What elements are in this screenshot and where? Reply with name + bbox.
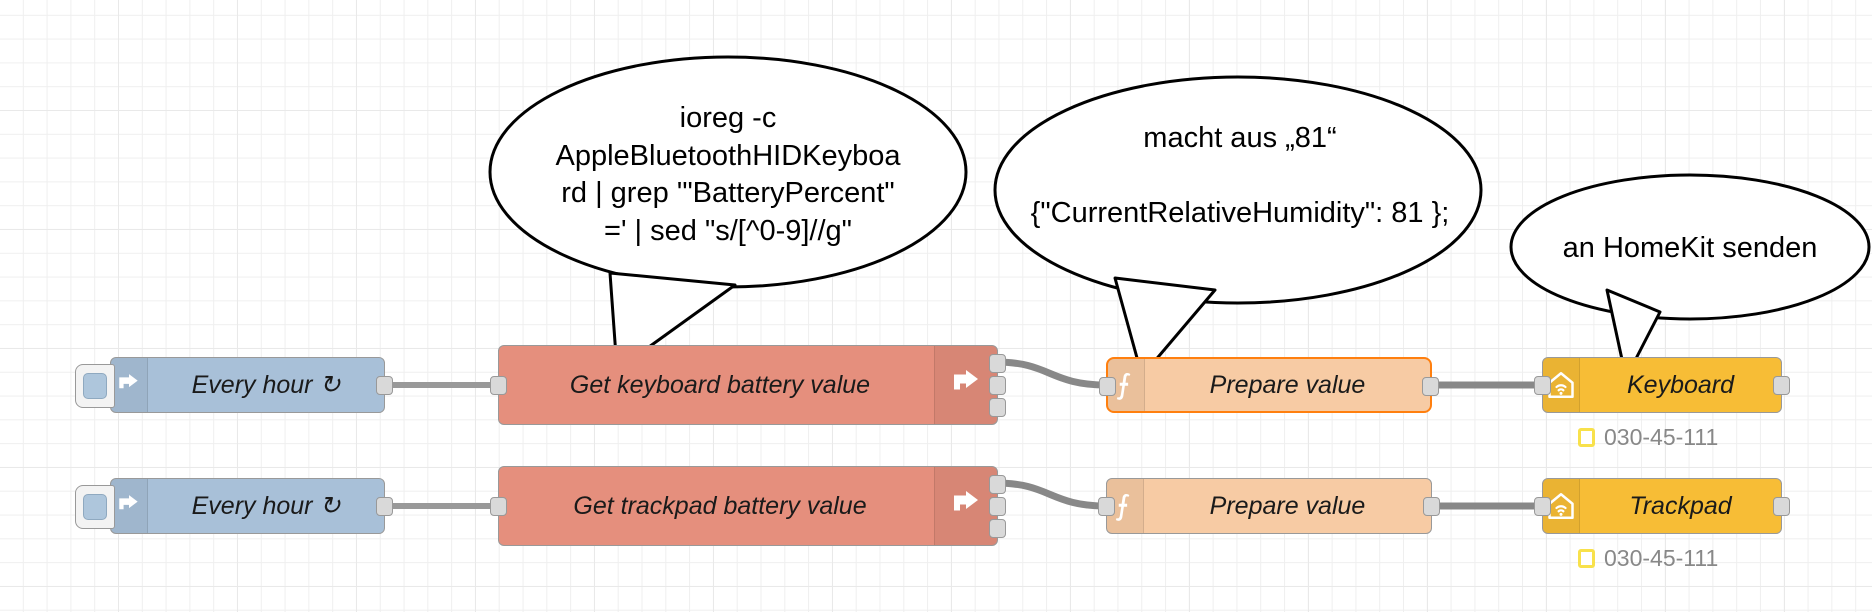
output-port-return-code[interactable] [989, 398, 1006, 417]
inject-node-label: Every hour ↻ [191, 492, 341, 520]
exec-node-label: Get trackpad battery value [573, 491, 867, 520]
exec-node-label: Get keyboard battery value [569, 370, 871, 399]
output-port-stderr[interactable] [989, 497, 1006, 516]
output-port-stderr[interactable] [989, 376, 1006, 395]
homekit-node-trackpad[interactable]: Trackpad [1534, 478, 1790, 534]
inject-button-face [83, 494, 107, 520]
function-node-prepare-value-keyboard[interactable]: Prepare value [1099, 357, 1439, 413]
inject-trigger-button[interactable] [75, 485, 115, 529]
homekit-node-keyboard[interactable]: Keyboard [1534, 357, 1790, 413]
output-port-stdout[interactable] [989, 354, 1006, 373]
output-port[interactable] [376, 497, 393, 516]
function-f-icon [1108, 359, 1145, 411]
status-text: 030-45-111 [1604, 545, 1719, 571]
input-port[interactable] [1099, 377, 1116, 396]
exec-node-get-trackpad-battery[interactable]: Get trackpad battery value [490, 466, 1006, 546]
output-port[interactable] [1773, 376, 1790, 395]
arrow-right-icon [111, 479, 148, 533]
function-node-prepare-value-trackpad[interactable]: Prepare value [1098, 478, 1440, 534]
status-dot-icon [1578, 549, 1595, 568]
output-port[interactable] [376, 376, 393, 395]
status-text: 030-45-111 [1604, 424, 1719, 450]
output-port[interactable] [1773, 497, 1790, 516]
output-port-stdout[interactable] [989, 475, 1006, 494]
function-bubble-tail [1113, 276, 1217, 378]
homekit-bubble-tail [1605, 288, 1662, 380]
exec-node-get-keyboard-battery[interactable]: Get keyboard battery value [490, 345, 1006, 425]
input-port[interactable] [1098, 497, 1115, 516]
inject-node-label: Every hour ↻ [191, 371, 341, 399]
input-port[interactable] [1534, 497, 1551, 516]
inject-trigger-button[interactable] [75, 364, 115, 408]
output-port[interactable] [1422, 377, 1439, 396]
inject-node-every-hour[interactable]: Every hour ↻ [75, 357, 393, 413]
function-node-label: Prepare value [1209, 491, 1366, 520]
output-port-return-code[interactable] [989, 519, 1006, 538]
function-bubble-ellipse [993, 75, 1483, 305]
homekit-house-icon [1543, 479, 1580, 533]
input-port[interactable] [490, 376, 507, 395]
homekit-node-trackpad-status: 030-45-111 [1578, 545, 1718, 572]
homekit-node-label: Trackpad [1629, 491, 1732, 520]
arrow-right-solid-icon [934, 467, 997, 545]
homekit-bubble-ellipse [1509, 173, 1871, 321]
function-node-label: Prepare value [1209, 370, 1366, 399]
input-port[interactable] [490, 497, 507, 516]
arrow-right-icon [111, 358, 148, 412]
input-port[interactable] [1534, 376, 1551, 395]
arrow-right-solid-icon [934, 346, 997, 424]
status-dot-icon [1578, 428, 1595, 447]
exec-command-bubble-ellipse [488, 55, 968, 289]
output-port[interactable] [1423, 497, 1440, 516]
inject-button-face [83, 373, 107, 399]
homekit-node-keyboard-status: 030-45-111 [1578, 424, 1718, 451]
inject-node-every-hour-2[interactable]: Every hour ↻ [75, 478, 393, 534]
homekit-node-label: Keyboard [1626, 370, 1735, 399]
